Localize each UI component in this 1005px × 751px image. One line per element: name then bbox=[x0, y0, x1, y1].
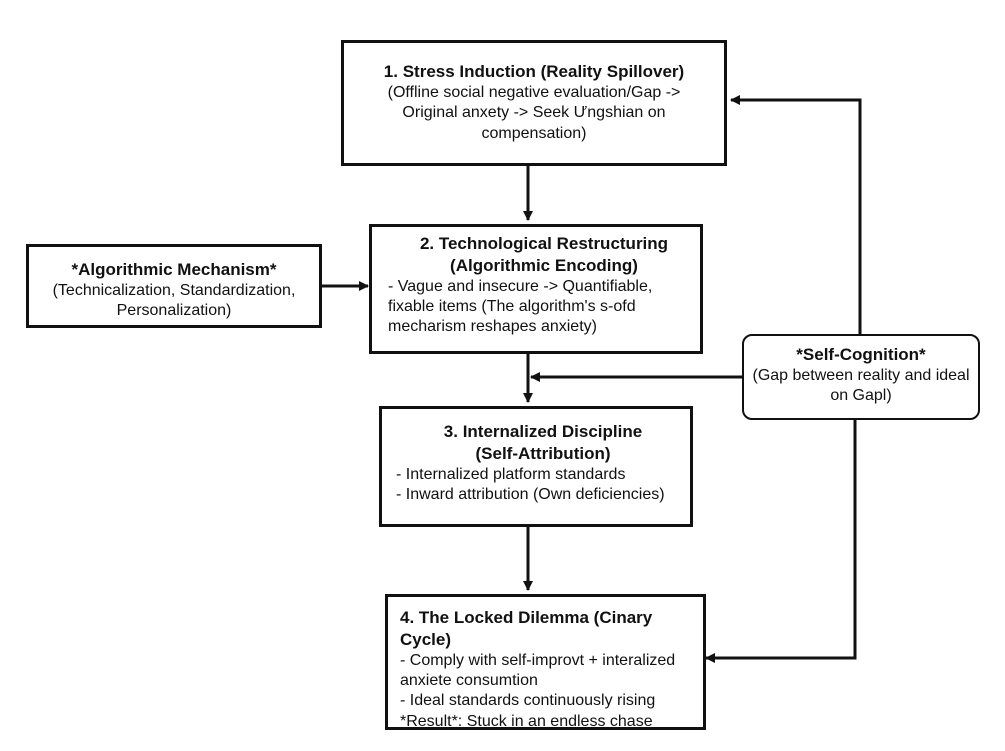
node-line: mecharism reshapes anxiety) bbox=[388, 318, 597, 336]
node-title: 3. Internalized Discipline bbox=[443, 422, 643, 441]
node-self-cognition: *Self-Cognition* (Gap between reality an… bbox=[742, 334, 980, 420]
node-line: *Result*: Stuck in an endless chase bbox=[400, 712, 653, 730]
node-line: - Comply with self-improvt + interalized bbox=[400, 651, 676, 669]
node-title: 1. Stress Induction (Reality Spillover) bbox=[383, 62, 685, 81]
node-line: (Technicalization, Standardization, bbox=[52, 281, 296, 299]
node-title: *Self-Cognition* bbox=[796, 345, 926, 364]
node-line: compensation) bbox=[481, 124, 587, 142]
node-title: (Algorithmic Encoding) bbox=[450, 255, 638, 275]
node-locked-dilemma: 4. The Locked Dilemma (Cinary Cycle) - C… bbox=[385, 594, 706, 730]
node-title: (Self-Attribution) bbox=[475, 443, 611, 463]
node-line: fixable items (The algorithm's s-ofd bbox=[388, 297, 636, 315]
node-line: - Inward attribution (Own deficiencies) bbox=[396, 485, 665, 503]
node-title: *Algorithmic Mechanism* bbox=[71, 260, 277, 279]
node-stress-induction: 1. Stress Induction (Reality Spillover) … bbox=[341, 40, 727, 166]
node-line: anxiete consumtion bbox=[400, 671, 538, 689]
arrow-self-cognition-to-locked bbox=[705, 420, 857, 663]
node-line: Original anxety -> Seek Ưngshian on bbox=[402, 104, 666, 122]
node-line: on Gapl) bbox=[830, 387, 892, 405]
node-title: 4. The Locked Dilemma (Cinary Cycle) bbox=[400, 608, 653, 649]
node-line: (Gap between reality and ideal bbox=[752, 366, 970, 384]
node-line: - Ideal standards continuously rising bbox=[400, 692, 656, 710]
node-internalized-discipline: 3. Internalized Discipline (Self-Attribu… bbox=[379, 406, 693, 527]
node-line: (Offline social negative evaluation/Gap … bbox=[387, 83, 681, 101]
arrow-feedback-to-stress bbox=[730, 95, 862, 334]
node-algorithmic-mechanism: *Algorithmic Mechanism* (Technicalizatio… bbox=[26, 244, 322, 328]
node-line: Personalization) bbox=[116, 302, 232, 320]
node-line: - Internalized platform standards bbox=[396, 465, 626, 483]
node-technological-restructuring: 2. Technological Restructuring (Algorith… bbox=[369, 224, 703, 354]
node-title: 2. Technological Restructuring bbox=[419, 234, 669, 253]
node-line: - Vague and insecure -> Quantifiable, bbox=[388, 277, 653, 295]
